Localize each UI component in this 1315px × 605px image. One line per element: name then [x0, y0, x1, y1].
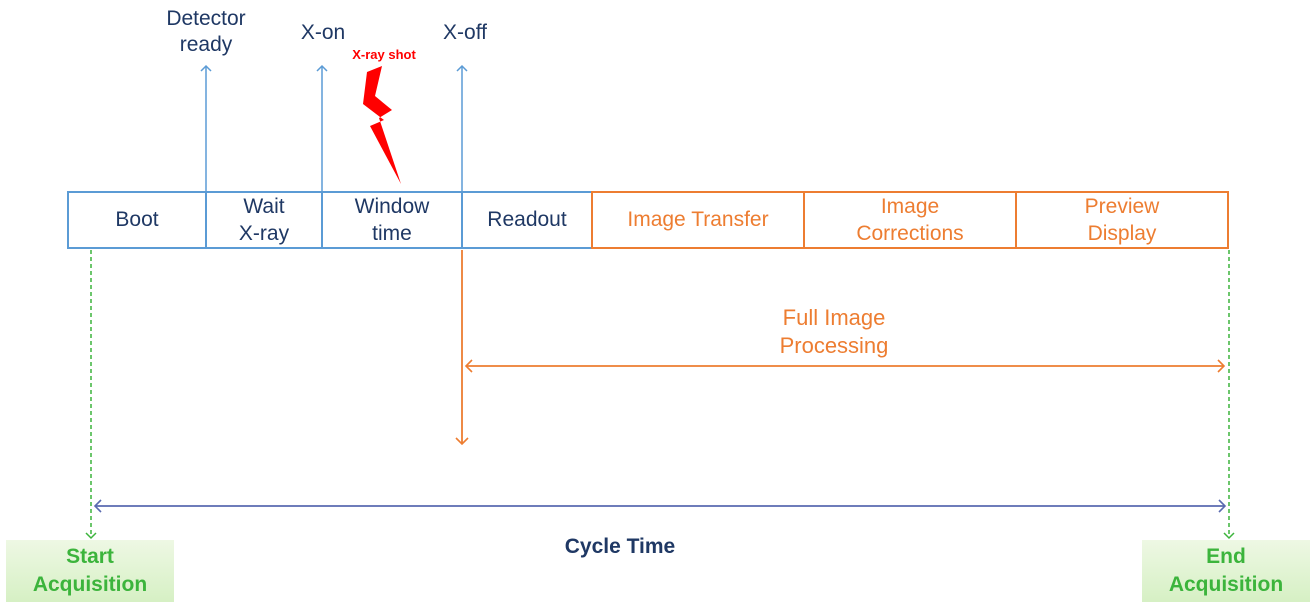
segment-window-time-label: Window time — [354, 194, 430, 245]
cycle-time-label: Cycle Time — [564, 535, 676, 558]
segment-image-corrections-label: Image Corrections — [856, 194, 964, 245]
segment-window-time: Window time — [322, 192, 462, 248]
segment-boot: Boot — [68, 192, 206, 248]
full-image-processing-label: Full Image Processing — [779, 305, 889, 358]
segment-preview-display: Preview Display — [1016, 192, 1228, 248]
segment-wait-xray-label: Wait X-ray — [238, 194, 290, 245]
segment-image-transfer: Image Transfer — [592, 192, 804, 248]
segment-image-corrections: Image Corrections — [804, 192, 1016, 248]
x-on-label: X-on — [300, 21, 346, 44]
lightning-bolt-icon — [363, 66, 401, 184]
segment-preview-display-label: Preview Display — [1084, 194, 1160, 245]
detector-ready-label: Detector ready — [166, 7, 246, 57]
segment-wait-xray: Wait X-ray — [206, 192, 322, 248]
x-off-label: X-off — [443, 21, 487, 44]
segment-image-transfer-label: Image Transfer — [627, 208, 769, 232]
segment-box-preview-display — [1015, 191, 1229, 249]
segment-boot-label: Boot — [115, 208, 159, 232]
xray-shot-label: X-ray shot — [352, 47, 416, 62]
start-acquisition-box: Start Acquisition — [6, 540, 174, 602]
segment-readout: Readout — [462, 192, 592, 248]
segment-readout-label: Readout — [487, 208, 567, 232]
end-acquisition-box: End Acquisition — [1142, 540, 1310, 602]
